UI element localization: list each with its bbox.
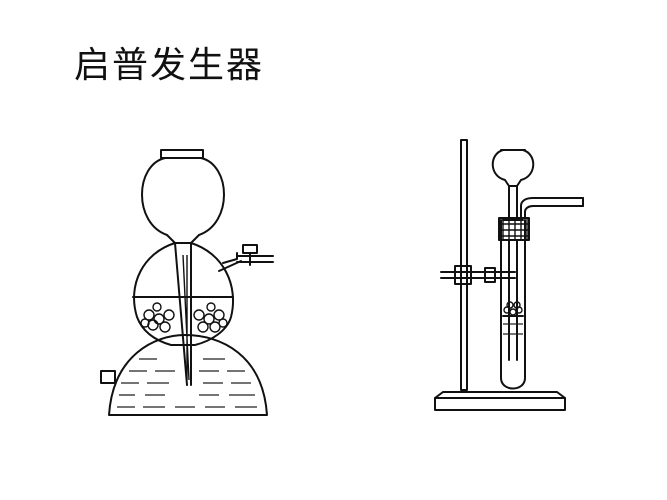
kipp-generator-figure <box>95 135 285 425</box>
liquid-lines <box>117 358 257 408</box>
tube-granules <box>503 301 523 316</box>
inner-stem <box>508 239 518 361</box>
clamp-arm <box>440 271 516 279</box>
top-funnel-bulb <box>141 157 225 244</box>
solid-granules <box>140 302 228 333</box>
kipp-apparatus-illustration <box>100 149 274 416</box>
middle-bulb <box>133 242 235 346</box>
test-tube <box>500 219 526 390</box>
stand-base <box>434 397 566 411</box>
delivery-tube <box>520 197 584 219</box>
funnel-stem <box>174 242 192 386</box>
stopper <box>498 217 530 241</box>
simple-tube-generator-figure <box>425 130 595 420</box>
bottom-dome <box>108 334 268 416</box>
stopcock-icon <box>242 244 258 254</box>
funnel-bulb <box>491 149 535 187</box>
top-neck <box>160 149 204 159</box>
test-tube-on-stand-illustration <box>434 139 584 411</box>
page-title: 启普发生器 <box>74 45 265 86</box>
side-outlet <box>100 370 116 384</box>
